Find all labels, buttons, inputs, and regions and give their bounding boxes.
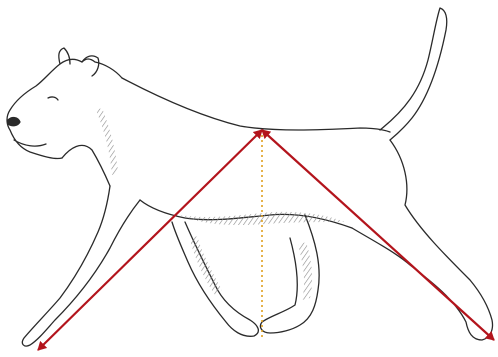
back-line xyxy=(122,78,390,132)
front-arrow xyxy=(38,130,262,350)
shading-hind xyxy=(298,242,312,300)
shading-neck xyxy=(96,108,118,175)
hind-leg-rear xyxy=(352,140,493,340)
eye xyxy=(48,97,58,100)
rear-arrow xyxy=(262,130,494,340)
shading-belly xyxy=(180,212,345,225)
tail xyxy=(380,8,447,140)
chest xyxy=(62,145,110,186)
head xyxy=(7,59,122,159)
shading-front xyxy=(190,236,222,295)
annotations xyxy=(38,130,494,350)
dog-sketch xyxy=(7,8,493,346)
nose xyxy=(8,118,20,126)
